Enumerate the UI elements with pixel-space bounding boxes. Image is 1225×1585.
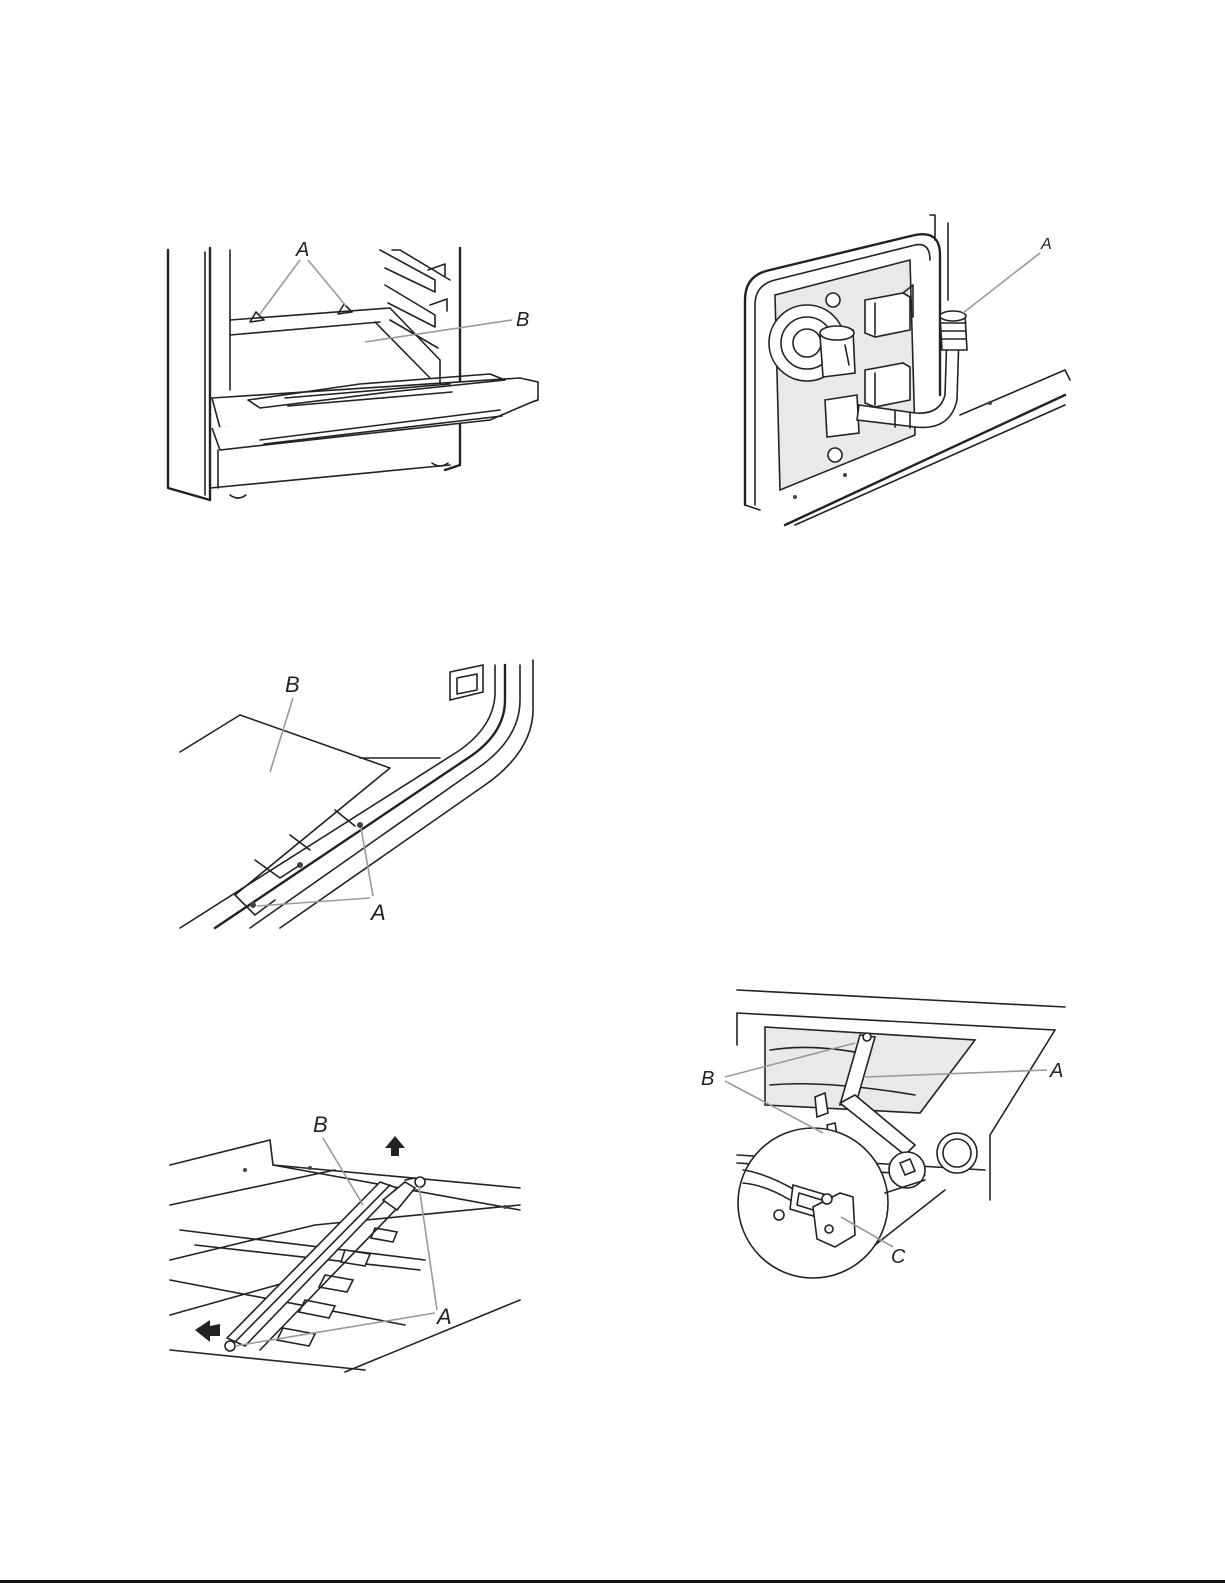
figure-floor-panel: B A: [175, 660, 545, 940]
label-b: B: [313, 1112, 328, 1137]
label-a: A: [435, 1304, 452, 1329]
figure-bake-element: B A: [165, 1110, 535, 1390]
element-connector-drawing: A: [735, 205, 1075, 525]
oven-interior-drawing: A B: [160, 240, 560, 520]
bake-element-drawing: B A: [165, 1110, 535, 1390]
figure-door-hinge: A B C: [695, 985, 1075, 1275]
figure-oven-interior: A B: [160, 240, 560, 520]
figure-element-connector: A: [735, 205, 1075, 525]
label-c: C: [891, 1246, 906, 1268]
bottom-rule: [0, 1580, 1225, 1583]
label-a: A: [369, 900, 386, 925]
label-b: B: [285, 672, 300, 697]
floor-panel-drawing: B A: [175, 660, 545, 940]
label-a: A: [295, 239, 309, 261]
label-b: B: [516, 309, 529, 331]
label-a: A: [1040, 236, 1052, 253]
label-b: B: [701, 1068, 714, 1090]
label-a: A: [1049, 1060, 1063, 1082]
door-hinge-drawing: A B C: [695, 985, 1075, 1275]
